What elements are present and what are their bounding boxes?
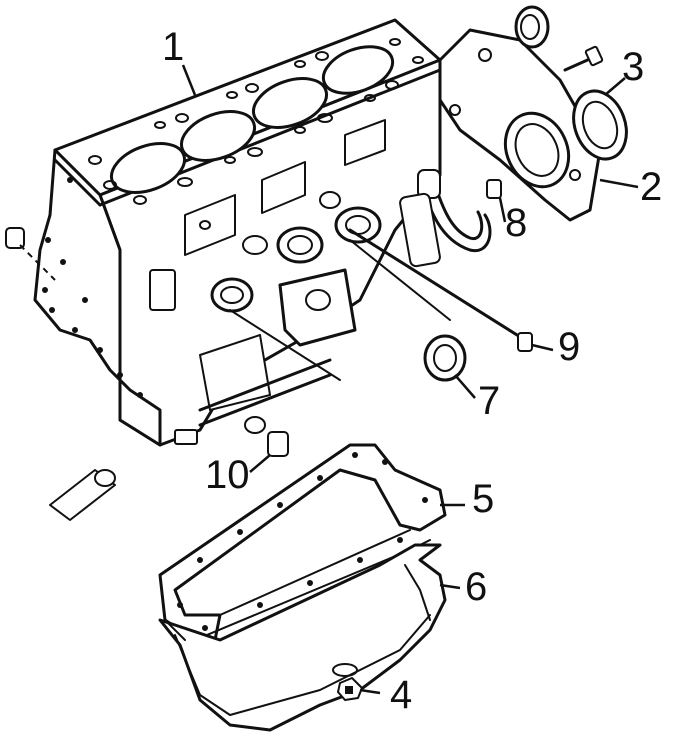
dowel-pin <box>5 227 56 281</box>
long-bolt <box>348 228 533 352</box>
oil-pan <box>158 543 447 732</box>
crankshaft-rear-seal <box>572 89 628 161</box>
rear-plate-gasket <box>438 28 602 222</box>
gasket-bolt-holes <box>177 452 428 631</box>
callout-8: 8 <box>505 201 527 245</box>
oil-pickup-pipe <box>399 169 492 268</box>
deck-holes <box>88 38 424 205</box>
gallery-plug <box>267 431 289 457</box>
callout-2: 2 <box>640 165 662 209</box>
callout-4: 4 <box>390 673 412 717</box>
gallery-plug-washer <box>244 416 266 434</box>
crankshaft-front-seal <box>423 334 467 382</box>
callout-10: 10 <box>205 453 250 497</box>
callout-9: 9 <box>558 325 580 369</box>
callout-7: 7 <box>478 379 500 423</box>
main-bearing-saddles <box>199 206 382 411</box>
oil-drain-plug <box>337 677 363 701</box>
block-bolt-dots <box>42 177 143 398</box>
leader-lines <box>181 64 639 695</box>
callout-6: 6 <box>465 565 487 609</box>
alignment-sleeve <box>49 469 116 521</box>
callout-1: 1 <box>162 25 184 69</box>
rear-cover-cap <box>514 5 550 49</box>
rear-cover-bolt <box>563 45 604 72</box>
cylinder-block <box>33 18 451 447</box>
callout-5: 5 <box>472 477 494 521</box>
block-side-openings <box>149 119 386 311</box>
oil-pump-bolt <box>486 179 502 199</box>
callout-3: 3 <box>622 45 644 89</box>
